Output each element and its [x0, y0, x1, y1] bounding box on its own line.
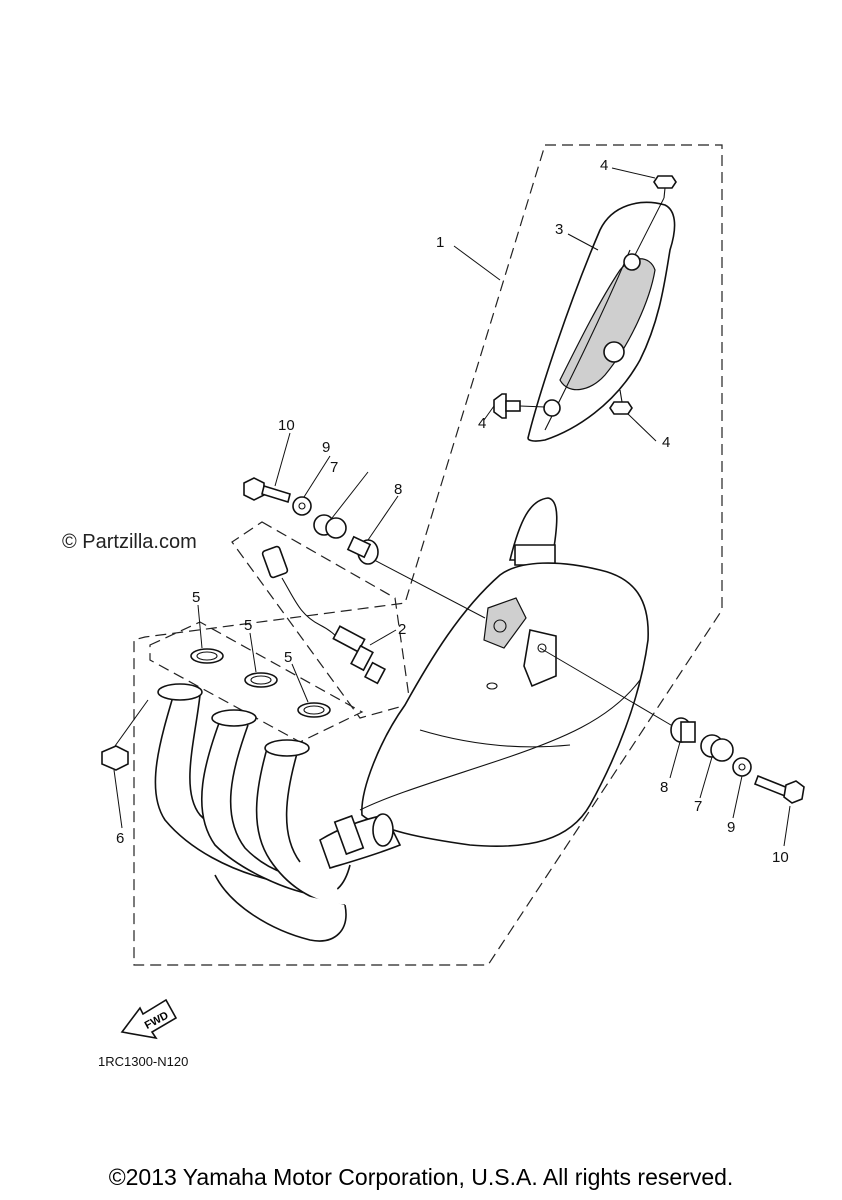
nut-6 — [101, 699, 149, 771]
assembly-1-boundary — [133, 144, 723, 966]
collar-8-left — [346, 535, 379, 565]
callout-9-left: 9 — [322, 439, 330, 456]
callout-10-left: 10 — [278, 417, 295, 434]
callout-2: 2 — [398, 621, 406, 638]
callout-8-right: 8 — [660, 779, 668, 796]
callout-8-left: 8 — [394, 481, 402, 498]
callout-5-b: 5 — [244, 617, 252, 634]
protector-hole-bottom — [543, 399, 561, 417]
screw-4-left — [493, 393, 546, 419]
callout-10-right: 10 — [772, 849, 789, 866]
pipe-flange-2 — [211, 709, 257, 727]
callout-7-left: 7 — [330, 459, 338, 476]
gasket-5-c — [297, 702, 331, 718]
heat-protector — [527, 201, 676, 442]
screw-4-top — [634, 175, 677, 256]
callout-3: 3 — [555, 221, 563, 238]
exhaust-pipes — [154, 683, 402, 942]
sensor-group-boundary — [231, 521, 411, 719]
callout-9-right: 9 — [727, 819, 735, 836]
fwd-arrow: FWD — [120, 998, 178, 1040]
oxygen-sensor — [261, 545, 387, 685]
callout-1: 1 — [436, 234, 444, 251]
pipe-flange-1 — [157, 683, 203, 701]
bolt-10-left — [243, 477, 291, 504]
copyright-notice: ©2013 Yamaha Motor Corporation, U.S.A. A… — [108, 1164, 734, 1190]
callout-5-a: 5 — [192, 589, 200, 606]
callout-6: 6 — [116, 830, 124, 847]
partzilla-watermark: © Partzilla.com — [62, 531, 197, 553]
gasket-5-b — [244, 672, 278, 688]
washer-9-right — [732, 757, 752, 777]
callout-4-top: 4 — [600, 157, 608, 174]
collar-8-right — [670, 717, 696, 743]
bolt-10-right — [753, 774, 805, 804]
washer-9-left — [292, 496, 312, 516]
pipe-flange-3 — [264, 739, 310, 757]
callout-4-right: 4 — [662, 434, 670, 451]
callout-7-right: 7 — [694, 798, 702, 815]
protector-hole-top — [623, 253, 641, 271]
diagram-code: 1RC1300-N120 — [98, 1054, 189, 1069]
gasket-group-boundary — [149, 621, 364, 743]
damper-7-right — [700, 734, 734, 762]
muffler — [356, 497, 677, 848]
gasket-5-a — [190, 648, 224, 664]
callout-5-c: 5 — [284, 649, 292, 666]
damper-7-left — [313, 514, 347, 539]
protector-hole-middle — [603, 341, 625, 363]
callout-4-left: 4 — [478, 415, 486, 432]
